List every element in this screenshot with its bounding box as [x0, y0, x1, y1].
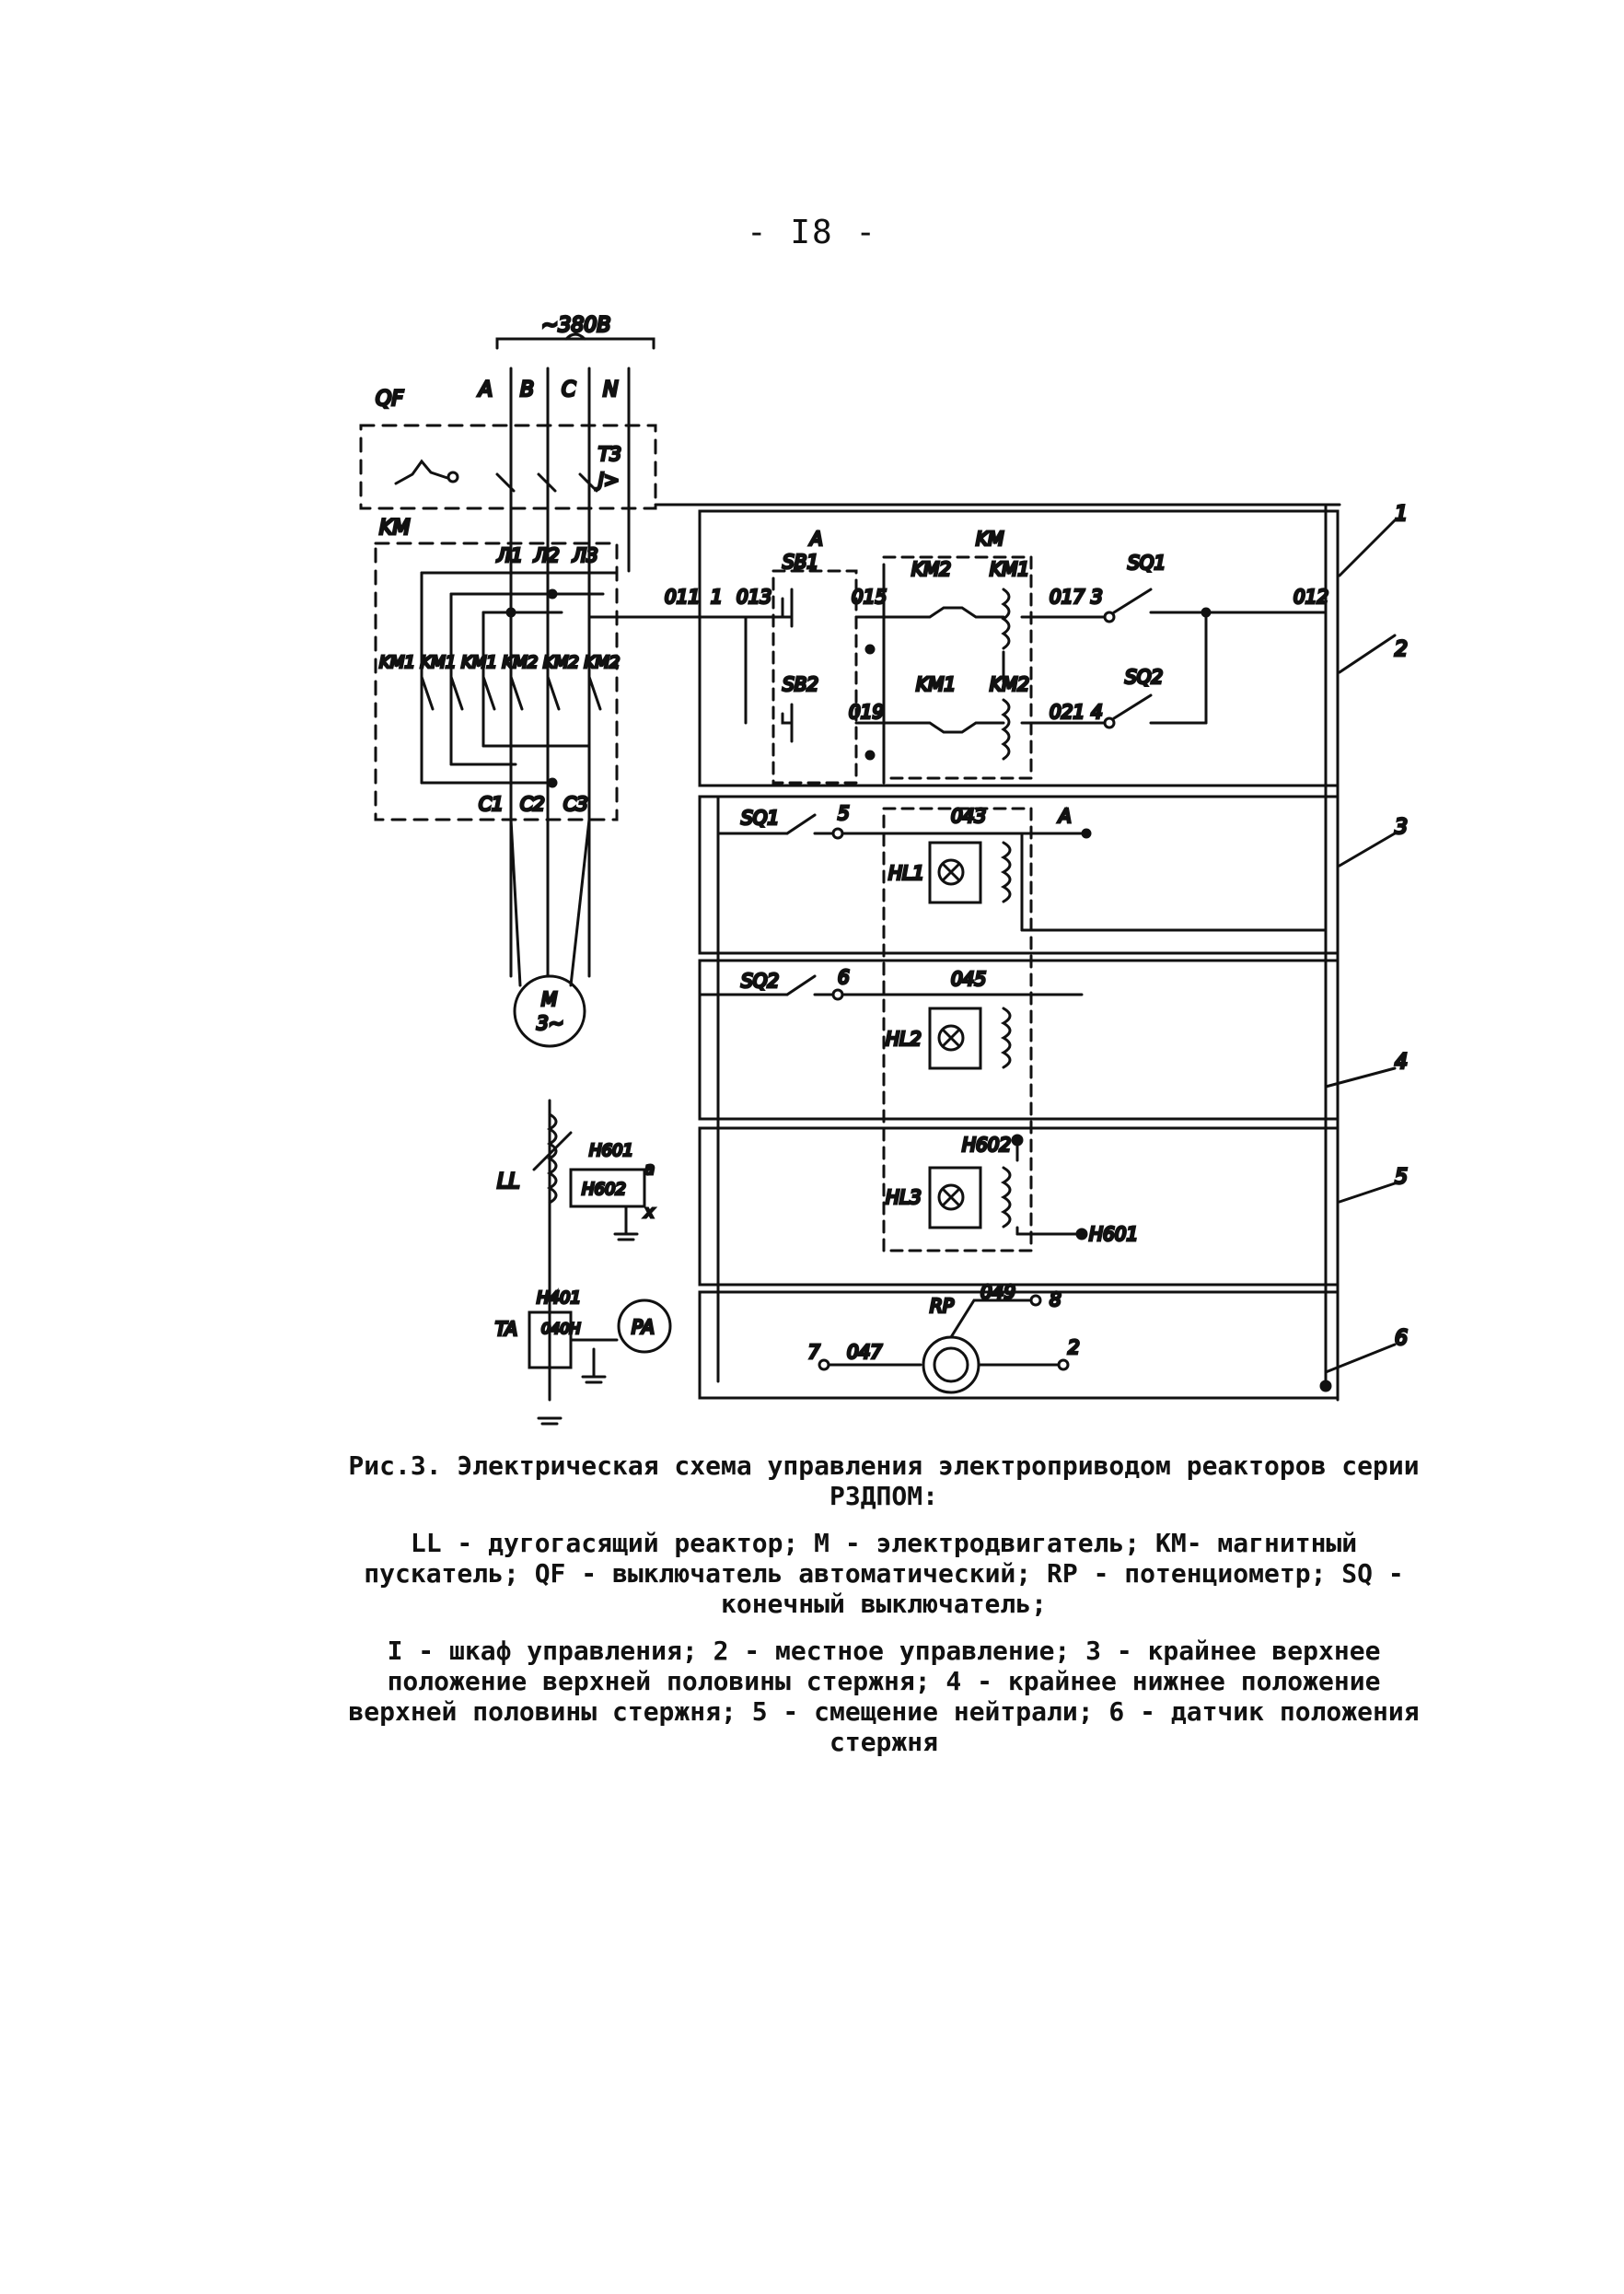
caption-legend: LL - дугогасящий реактор; M - электродви…: [364, 1528, 1404, 1619]
label-hl1: HL1: [888, 862, 924, 884]
label-qf: QF: [376, 388, 403, 411]
label-l3: Л3: [572, 544, 598, 566]
zone-lower-position: [698, 974, 1084, 1070]
label-w045: 045: [951, 968, 986, 990]
callout-6: 6: [1395, 1327, 1408, 1350]
label-w021: 021: [1050, 701, 1085, 723]
label-n1: 1: [711, 586, 723, 608]
label-km2-a: KM2: [911, 558, 951, 580]
label-l1: Л1: [496, 544, 523, 566]
label-motor-m: M: [541, 988, 557, 1010]
label-w012: 012: [1293, 586, 1328, 608]
label-c1: C1: [479, 793, 504, 815]
label-c2: C2: [520, 793, 545, 815]
label-h601-out: H601: [1089, 1223, 1138, 1245]
label-w017: 017: [1050, 586, 1085, 608]
callout-3: 3: [1395, 816, 1408, 839]
label-n8: 8: [1050, 1288, 1061, 1310]
label-n2: 2: [1068, 1336, 1080, 1358]
page-number: - I8 -: [746, 214, 878, 251]
label-w019: 019: [849, 701, 884, 723]
label-w013: 013: [737, 586, 771, 608]
label-sq1-b: SQ1: [741, 807, 779, 829]
zone-callouts: [1324, 518, 1397, 1374]
label-sq1-top: SQ1: [1128, 552, 1166, 574]
label-w040h: 040H: [541, 1320, 581, 1337]
label-km-contacts: KM1 KM1 KM1 KM2 KM2 KM2: [379, 653, 620, 672]
power-supply: [495, 332, 655, 510]
electrical-schematic: ~380B QF A B C N T3 J> KM Л1 Л2 Л3 KM1 K…: [359, 313, 1409, 1426]
label-a-out: A: [1057, 805, 1072, 827]
label-n5: 5: [838, 802, 850, 824]
zone-upper-position: [716, 807, 1328, 1252]
label-n4: 4: [1091, 701, 1103, 723]
label-j-gt: J>: [595, 469, 620, 491]
label-phase-b: B: [520, 378, 534, 402]
label-sq2-top: SQ2: [1125, 666, 1163, 688]
label-ta: TA: [495, 1318, 517, 1340]
label-h602-l: H602: [582, 1180, 626, 1199]
label-km-top: KM: [976, 528, 1003, 550]
zone-neutral-shift: [928, 1134, 1088, 1240]
callout-4: 4: [1395, 1051, 1408, 1074]
label-phase-c: C: [562, 378, 576, 402]
label-km1-a: KM1: [990, 558, 1029, 580]
label-c3: C3: [563, 793, 588, 815]
label-sb1: SB1: [783, 551, 818, 573]
label-x-small: x: [644, 1203, 655, 1222]
reactor-and-transformer: [528, 1099, 672, 1426]
figure-caption: Рис.3. Электрическая схема управления эл…: [331, 1450, 1436, 1774]
label-km2-b: KM2: [990, 673, 1029, 695]
callout-1: 1: [1395, 503, 1408, 526]
label-n7: 7: [808, 1341, 820, 1363]
label-n3: 3: [1091, 586, 1103, 608]
callout-5: 5: [1395, 1166, 1408, 1189]
label-sq2-b: SQ2: [741, 970, 779, 992]
label-neutral: N: [603, 378, 618, 402]
label-rp: RP: [930, 1295, 955, 1317]
label-hl3: HL3: [886, 1186, 922, 1208]
caption-title: Рис.3. Электрическая схема управления эл…: [348, 1450, 1420, 1511]
label-sb2: SB2: [783, 673, 818, 695]
local-control: [698, 555, 1328, 785]
motor: [509, 818, 591, 1048]
caption-zones: I - шкаф управления; 2 - местное управле…: [348, 1636, 1420, 1757]
label-w011: 011: [665, 586, 700, 608]
label-pa: PA: [632, 1316, 655, 1338]
zone-position-sensor: [818, 1294, 1070, 1394]
label-voltage: ~380B: [541, 314, 611, 337]
label-h401: H401: [537, 1288, 581, 1308]
km-contactor-block: [374, 541, 702, 821]
label-h601: H601: [589, 1141, 633, 1160]
label-w015: 015: [852, 586, 887, 608]
callout-2: 2: [1395, 638, 1408, 661]
label-n6: 6: [838, 966, 850, 988]
label-km-block: KM: [379, 517, 410, 540]
label-w049: 049: [980, 1281, 1015, 1303]
label-phase-a: A: [477, 378, 493, 402]
label-w047: 047: [847, 1341, 882, 1363]
label-l2: Л2: [533, 544, 560, 566]
control-panels: [698, 503, 1340, 1402]
label-hl2: HL2: [886, 1028, 922, 1050]
label-motor-3: 3~: [537, 1012, 563, 1034]
label-w043: 043: [951, 805, 986, 827]
label-a-small: a: [644, 1159, 655, 1179]
label-t3: T3: [598, 443, 621, 465]
label-h602: H602: [962, 1134, 1011, 1156]
label-a-top: A: [808, 528, 823, 550]
label-ll: LL: [497, 1170, 520, 1194]
label-km1-b: KM1: [916, 673, 956, 695]
